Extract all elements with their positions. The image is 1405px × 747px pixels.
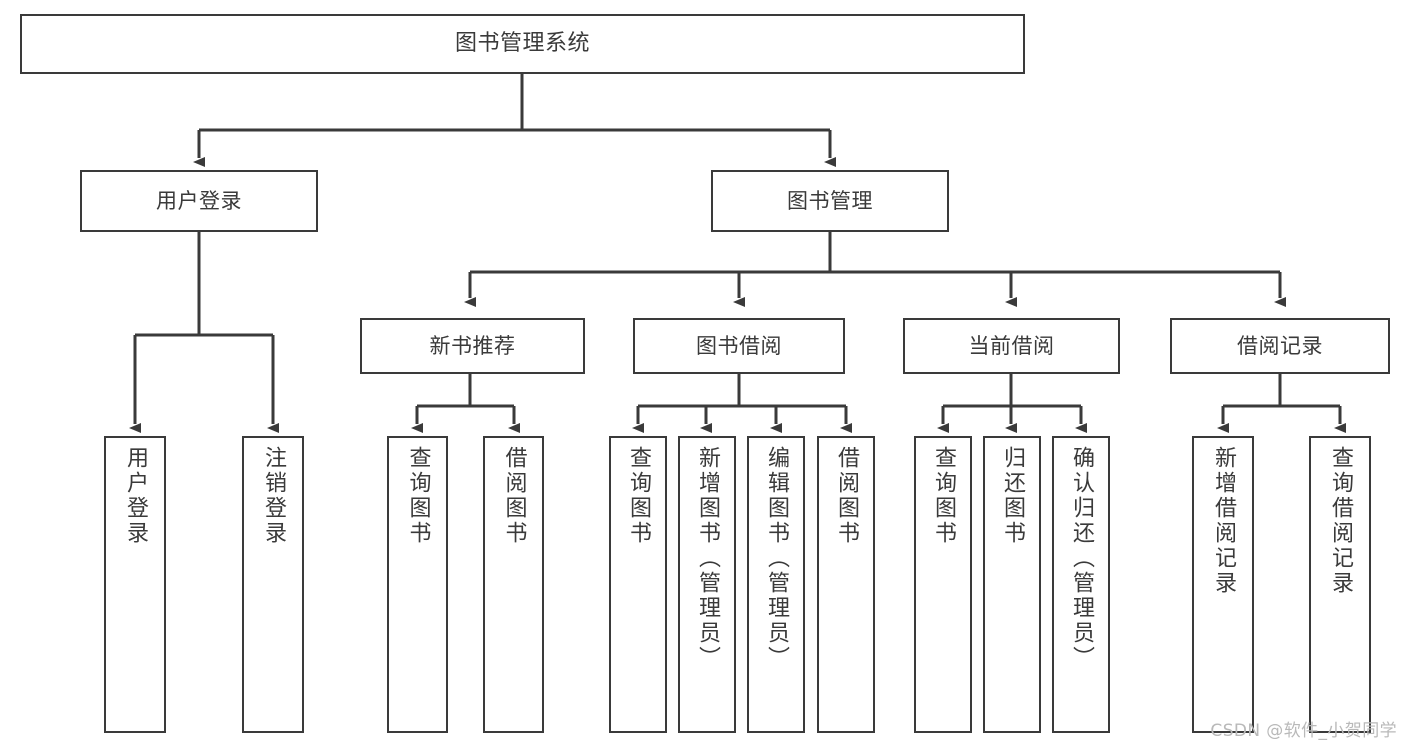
leaf-user-login[interactable]: 用户登录	[104, 436, 166, 733]
leaf-query-books-borrowing[interactable]: 查询图书	[609, 436, 667, 733]
node-label: 注销登录	[261, 446, 286, 546]
node-label: 查询图书	[405, 446, 431, 546]
leaf-borrow-books-borrowing[interactable]: 借阅图书	[817, 436, 875, 733]
node-label: 借阅图书	[501, 446, 527, 546]
leaf-logout[interactable]: 注销登录	[242, 436, 304, 733]
node-book-borrowing[interactable]: 图书借阅	[633, 318, 845, 374]
node-label: 借阅记录	[1237, 333, 1323, 358]
node-label: 用户登录	[123, 446, 148, 546]
node-user-login[interactable]: 用户登录	[80, 170, 318, 232]
node-label: 查询图书	[931, 446, 956, 546]
node-borrowing-records[interactable]: 借阅记录	[1170, 318, 1390, 374]
node-new-book-recommendation[interactable]: 新书推荐	[360, 318, 585, 374]
node-current-borrowing[interactable]: 当前借阅	[903, 318, 1120, 374]
leaf-return-books[interactable]: 归还图书	[983, 436, 1041, 733]
leaf-query-books-current[interactable]: 查询图书	[914, 436, 972, 733]
leaf-add-book-admin[interactable]: 新增图书（管理员）	[678, 436, 736, 733]
node-label: 查询借阅记录	[1328, 446, 1353, 596]
node-label: 借阅图书	[834, 446, 859, 546]
node-label: 归还图书	[1000, 446, 1025, 546]
node-label: 编辑图书（管理员）	[764, 446, 789, 671]
node-label: 图书借阅	[696, 333, 782, 358]
leaf-query-books-recommend[interactable]: 查询图书	[387, 436, 448, 733]
node-root-library-management-system[interactable]: 图书管理系统	[20, 14, 1025, 74]
leaf-add-borrow-record[interactable]: 新增借阅记录	[1192, 436, 1254, 733]
csdn-watermark: CSDN @软件_小贺同学	[1210, 721, 1397, 741]
leaf-query-borrow-record[interactable]: 查询借阅记录	[1309, 436, 1371, 733]
node-label: 当前借阅	[968, 333, 1055, 358]
leaf-edit-book-admin[interactable]: 编辑图书（管理员）	[747, 436, 805, 733]
leaf-confirm-return-admin[interactable]: 确认归还（管理员）	[1052, 436, 1110, 733]
node-label: 图书管理系统	[454, 31, 590, 57]
node-label: 图书管理	[787, 188, 873, 213]
node-label: 新增借阅记录	[1211, 446, 1236, 596]
node-label: 用户登录	[156, 188, 242, 213]
node-label: 新书推荐	[429, 333, 516, 358]
node-label: 查询图书	[626, 446, 651, 546]
node-book-management[interactable]: 图书管理	[711, 170, 949, 232]
leaf-borrow-books-recommend[interactable]: 借阅图书	[483, 436, 544, 733]
node-label: 确认归还（管理员）	[1069, 446, 1094, 671]
node-label: 新增图书（管理员）	[695, 446, 720, 671]
